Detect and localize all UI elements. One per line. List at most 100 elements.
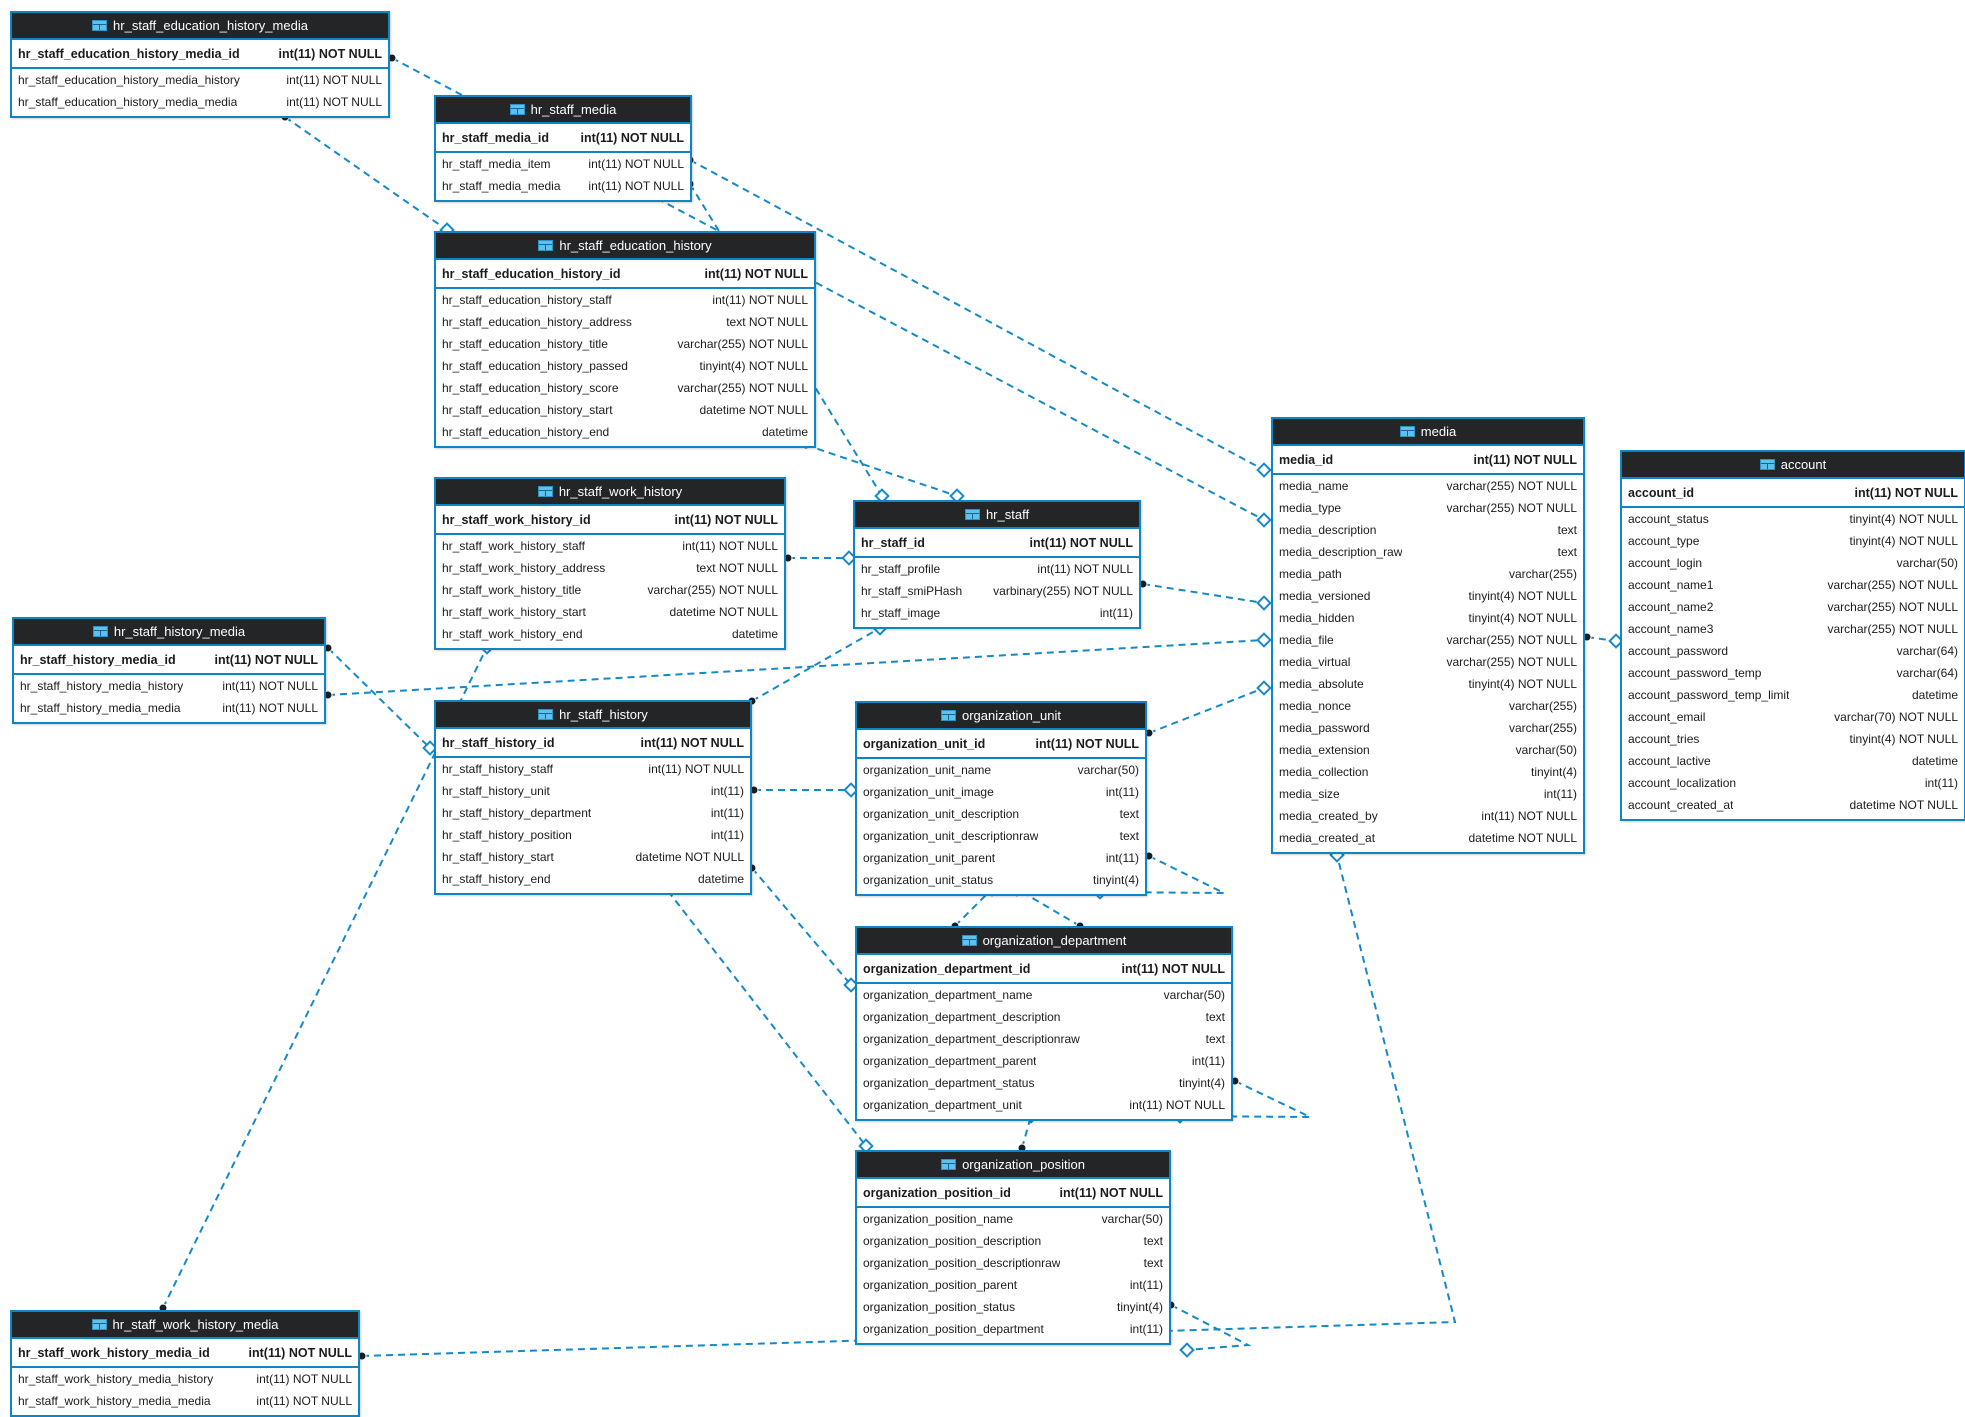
field-type: int(11) bbox=[1099, 606, 1133, 620]
field-type: varchar(255) NOT NULL bbox=[1446, 655, 1578, 669]
field-type: tinyint(4) NOT NULL bbox=[699, 359, 808, 373]
field-name: hr_staff_history_department bbox=[442, 806, 592, 820]
field-name: organization_unit_descriptionraw bbox=[863, 829, 1039, 843]
table-header[interactable]: hr_staff_education_history bbox=[436, 233, 814, 260]
table-header[interactable]: account bbox=[1622, 452, 1964, 479]
field-type: tinyint(4) NOT NULL bbox=[1468, 589, 1577, 603]
field-type: varchar(50) bbox=[1163, 988, 1225, 1002]
field-type: text bbox=[1205, 1032, 1225, 1046]
table-header[interactable]: organization_unit bbox=[857, 703, 1145, 730]
table-hr_staff_education_history[interactable]: hr_staff_education_history hr_staff_educa… bbox=[434, 231, 816, 448]
field-type: int(11) NOT NULL bbox=[286, 95, 382, 109]
field-type: int(11) NOT NULL bbox=[256, 1394, 352, 1408]
field-name: hr_staff_work_history_media_media bbox=[18, 1394, 211, 1408]
field-row: hr_staff_work_history_media_media int(11)… bbox=[12, 1390, 358, 1412]
field-name: account_email bbox=[1628, 710, 1706, 724]
reference-end-diamond bbox=[1256, 595, 1272, 611]
field-type: int(11) NOT NULL bbox=[1481, 809, 1577, 823]
table-header[interactable]: hr_staff_education_history_media bbox=[12, 13, 388, 40]
field-name: account_login bbox=[1628, 556, 1703, 570]
relationship-line bbox=[749, 782, 859, 798]
table-icon bbox=[1399, 426, 1415, 437]
relationship-line bbox=[323, 632, 1272, 700]
field-name: hr_staff_education_history_title bbox=[442, 337, 608, 351]
field-name: hr_staff_work_history_media_history bbox=[18, 1372, 214, 1386]
field-name: media_id bbox=[1279, 452, 1334, 467]
field-name: account_localization bbox=[1628, 776, 1737, 790]
relationship-line bbox=[280, 112, 455, 238]
field-name: organization_position_id bbox=[863, 1185, 1011, 1200]
table-header[interactable]: hr_staff_work_history bbox=[436, 479, 784, 506]
relationship-line bbox=[783, 550, 857, 566]
table-header[interactable]: hr_staff_media bbox=[436, 97, 690, 124]
table-header[interactable]: hr_staff_history bbox=[436, 702, 750, 729]
field-name: hr_staff_education_history_staff bbox=[442, 293, 612, 307]
table-organization_position[interactable]: organization_position organization_positi… bbox=[855, 1150, 1171, 1345]
field-type: int(11) NOT NULL bbox=[640, 735, 744, 750]
field-name: media_collection bbox=[1279, 765, 1369, 779]
field-name: organization_unit_description bbox=[863, 807, 1020, 821]
field-name: organization_unit_id bbox=[863, 736, 986, 751]
field-name: organization_department_parent bbox=[863, 1054, 1037, 1068]
table-header[interactable]: organization_department bbox=[857, 928, 1231, 955]
table-header[interactable]: hr_staff_work_history_media bbox=[12, 1312, 358, 1339]
table-icon bbox=[964, 509, 980, 520]
table-header[interactable]: media bbox=[1273, 419, 1583, 446]
field-type: int(11) NOT NULL bbox=[580, 130, 684, 145]
field-type: varchar(50) bbox=[1077, 763, 1139, 777]
table-header[interactable]: organization_position bbox=[857, 1152, 1169, 1179]
field-type: int(11) bbox=[1129, 1322, 1163, 1336]
field-name: hr_staff_education_history_media_media bbox=[18, 95, 238, 109]
table-title: organization_position bbox=[962, 1157, 1085, 1172]
table-icon bbox=[941, 1159, 957, 1170]
table-header[interactable]: hr_staff_history_media bbox=[14, 619, 324, 646]
field-type: int(11) bbox=[1129, 1278, 1163, 1292]
field-type: text bbox=[1119, 807, 1139, 821]
field-name: media_extension bbox=[1279, 743, 1370, 757]
relationship-line bbox=[663, 886, 874, 1154]
table-hr_staff_work_history[interactable]: hr_staff_work_history hr_staff_work_histo… bbox=[434, 477, 786, 650]
field-type: tinyint(4) NOT NULL bbox=[1468, 677, 1577, 691]
field-type: int(11) bbox=[1191, 1054, 1225, 1068]
relationship-line bbox=[1144, 680, 1272, 738]
table-icon bbox=[537, 486, 553, 497]
relationship-line bbox=[1138, 579, 1272, 611]
field-name: hr_staff_work_history_title bbox=[442, 583, 582, 597]
table-hr_staff_education_history_media[interactable]: hr_staff_education_history_media hr_staff… bbox=[10, 11, 390, 118]
field-type: int(11) bbox=[1105, 851, 1139, 865]
field-row: organization_unit_description text bbox=[857, 803, 1145, 825]
table-header[interactable]: hr_staff bbox=[855, 502, 1139, 529]
field-type: text bbox=[1557, 523, 1577, 537]
